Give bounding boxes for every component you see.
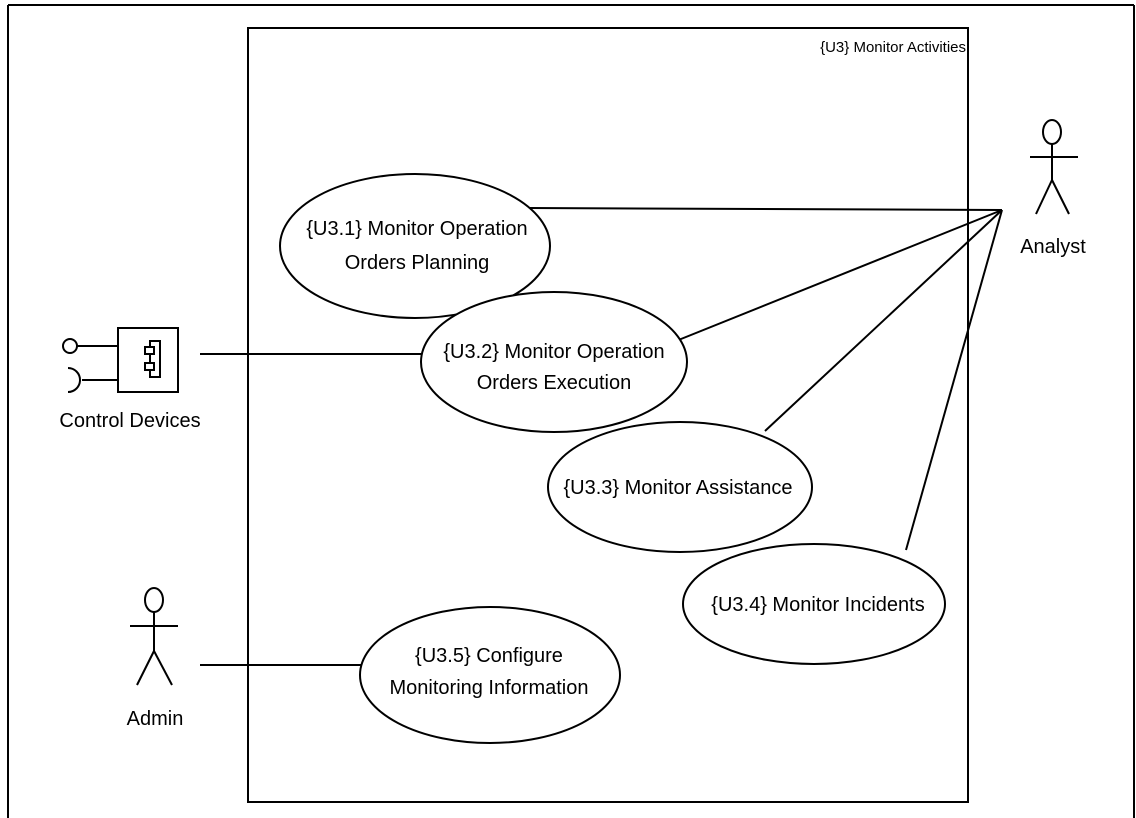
use-case-u32-label-1: {U3.2} Monitor Operation bbox=[443, 341, 664, 363]
system-boundary bbox=[247, 27, 969, 803]
use-case-u31[interactable]: {U3.1} Monitor Operation Orders Planning bbox=[279, 173, 551, 319]
system-boundary-title: {U3} Monitor Activities bbox=[820, 39, 966, 56]
stick-figure-icon bbox=[1030, 119, 1078, 215]
assoc-analyst-u31 bbox=[527, 207, 1003, 211]
use-case-u35-label-2: Monitoring Information bbox=[390, 677, 589, 699]
use-case-u34[interactable]: {U3.4} Monitor Incidents bbox=[682, 543, 946, 665]
actor-admin-label: Admin bbox=[127, 708, 184, 730]
assoc-analyst-u34 bbox=[905, 209, 1003, 551]
actor-analyst[interactable]: Analyst bbox=[1020, 119, 1086, 258]
use-case-u35[interactable]: {U3.5} Configure Monitoring Information bbox=[359, 606, 621, 744]
actor-analyst-label: Analyst bbox=[1020, 236, 1086, 258]
component-icon bbox=[62, 327, 179, 393]
use-case-u31-label-2: Orders Planning bbox=[345, 252, 490, 274]
actor-control-devices[interactable]: Control Devices bbox=[59, 327, 201, 432]
associations bbox=[200, 207, 1003, 666]
use-case-u31-label-1: {U3.1} Monitor Operation bbox=[306, 218, 527, 240]
assoc-analyst-u33 bbox=[764, 209, 1003, 432]
use-case-u32-label-2: Orders Execution bbox=[477, 372, 632, 394]
use-case-u32[interactable]: {U3.2} Monitor Operation Orders Executio… bbox=[420, 291, 688, 433]
assoc-analyst-u32 bbox=[675, 209, 1003, 342]
use-case-u33[interactable]: {U3.3} Monitor Assistance bbox=[547, 421, 813, 553]
actor-admin[interactable]: Admin bbox=[127, 587, 184, 730]
actor-control-devices-label: Control Devices bbox=[59, 410, 200, 432]
use-case-u34-label: {U3.4} Monitor Incidents bbox=[711, 594, 924, 616]
stick-figure-icon bbox=[130, 587, 178, 686]
outer-frame bbox=[7, 4, 1135, 818]
use-case-u35-label-1: {U3.5} Configure bbox=[415, 645, 563, 667]
use-case-u33-label: {U3.3} Monitor Assistance bbox=[563, 477, 792, 499]
